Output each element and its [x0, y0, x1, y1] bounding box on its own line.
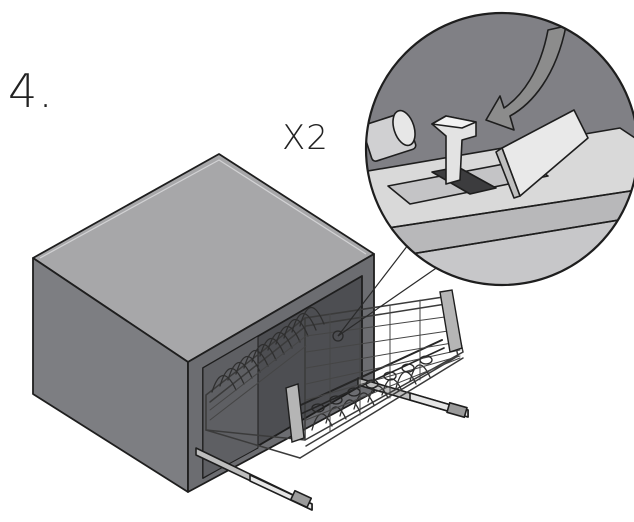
curved-arrow-down-left-icon: [485, 25, 567, 131]
drawer-rails: [195, 377, 469, 511]
plate-dividers: [211, 306, 325, 393]
rod-end: [392, 109, 416, 147]
detail-marker: [332, 330, 344, 342]
cabinet-inner-wall: [202, 335, 259, 479]
detail-callout: [364, 11, 634, 287]
bracket-back: [439, 289, 463, 353]
callout-leader-lines: [337, 231, 446, 337]
bracket-front: [285, 383, 305, 443]
wire-basket: [205, 289, 464, 459]
basket-front-rail: [289, 339, 443, 411]
cabinet: [32, 153, 375, 493]
step-number: 4.: [8, 64, 54, 118]
quantity-label: X2: [282, 118, 329, 158]
